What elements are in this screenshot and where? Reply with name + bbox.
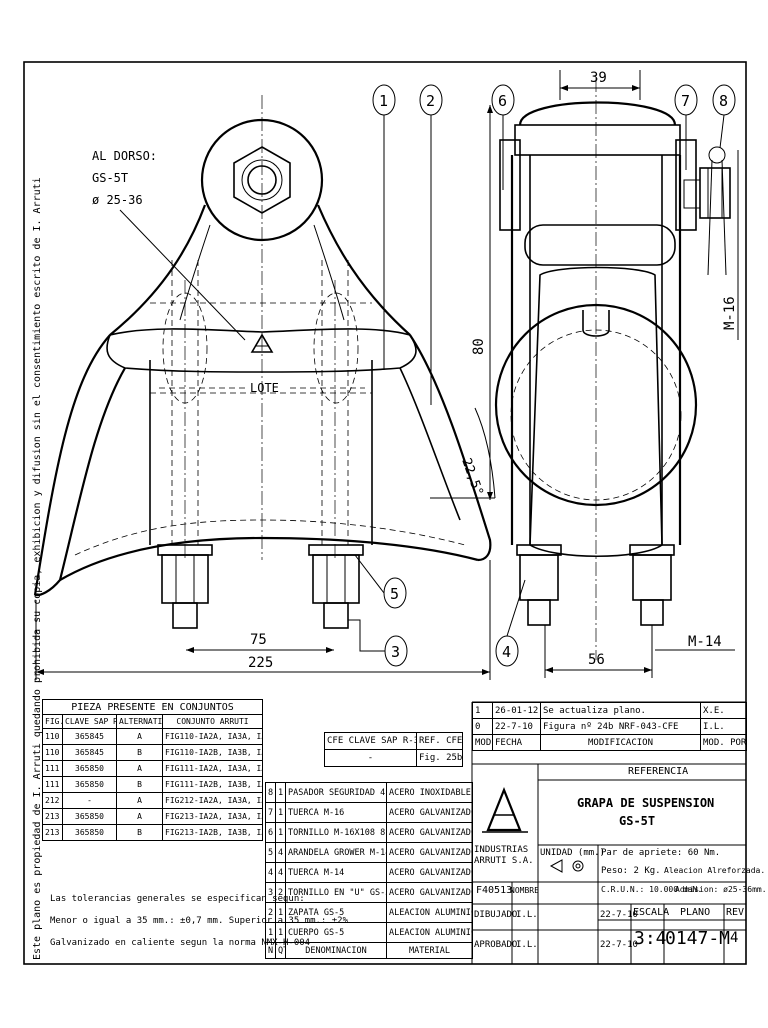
dim-m14: M-14 — [688, 634, 722, 650]
torque-label: Par de apriete: 60 Nm. — [601, 848, 721, 858]
svg-text:5: 5 — [390, 585, 399, 603]
date-2: 22-7-10 — [600, 940, 638, 950]
drawing-subtitle: GS-5T — [619, 814, 656, 828]
scale-label: ESCALA — [633, 907, 670, 918]
approved-label: APROBADO — [474, 940, 518, 950]
date-1: 22-7-10 — [600, 910, 638, 920]
galvanized-note: Galvanizado en caliente segun la norma N… — [50, 938, 311, 948]
drawn-label: DIBUJADO — [474, 910, 518, 920]
rev-label: REV — [726, 907, 745, 918]
cotter-pin — [708, 146, 726, 164]
dim-56: 56 — [588, 652, 605, 668]
company-name-1: INDUSTRIAS — [474, 845, 529, 855]
lote-label: LOTE — [250, 381, 279, 395]
dim-angle: 22,5° — [458, 456, 485, 498]
dim-225: 225 — [248, 655, 273, 671]
logo-mark — [250, 333, 274, 353]
crun-label: C.R.U.N.: 10.000 daN. — [601, 885, 703, 894]
sheet-border — [23, 61, 747, 965]
note-line-2: GS-5T — [92, 171, 128, 185]
plan-label: PLANO — [680, 907, 711, 918]
alloy-label: Aleacion Alreforzada. — [664, 866, 766, 875]
drawn-by: I.L. — [516, 910, 538, 920]
side-nut-left — [519, 554, 559, 601]
tolerance-note-1: Las tolerancias generales se especifican… — [50, 894, 305, 904]
side-nut-right — [632, 554, 672, 601]
scale-value: 3:4 — [634, 928, 667, 949]
nut-left — [161, 554, 209, 604]
svg-text:8: 8 — [719, 92, 728, 110]
svg-text:3: 3 — [391, 643, 400, 661]
svg-text:6: 6 — [498, 92, 507, 110]
dim-m16: M-16 — [722, 296, 738, 330]
nut-right — [312, 554, 360, 604]
drawing-title: GRAPA DE SUSPENSION — [577, 796, 715, 810]
eye-ring — [200, 118, 324, 242]
pieza-table-title: PIEZA PRESENTE EN CONJUNTOS — [42, 699, 263, 715]
front-view: LOTE AL DORSO: GS-5T ø 25-36 75 225 — [33, 95, 496, 680]
dim-80: 80 — [471, 338, 487, 355]
dim-75: 75 — [250, 632, 267, 648]
balloons: 1 2 6 7 8 5 3 4 — [348, 84, 736, 667]
m16-nut — [699, 167, 731, 219]
reference-label: REFERENCIA — [628, 766, 689, 777]
nombre-label: NOMBRE — [510, 886, 539, 895]
svg-text:2: 2 — [426, 92, 435, 110]
parts-header: NQTYDENOMINACIONMATERIAL — [265, 942, 473, 959]
bolt-shank — [524, 224, 676, 266]
ownership-note: Este plano es propiedad de I. Arruti que… — [32, 177, 43, 960]
svg-text:7: 7 — [681, 92, 690, 110]
side-view: 80 39 M-16 56 M-14 — [471, 70, 739, 678]
approved-by: I.L. — [516, 940, 538, 950]
dim-39: 39 — [590, 70, 607, 86]
drawing-code: F40513 — [476, 885, 513, 896]
note-line-1: AL DORSO: — [92, 149, 157, 163]
svg-text:1: 1 — [379, 92, 388, 110]
company-name-2: ARRUTI S.A. — [474, 856, 534, 866]
weight-label: Peso: 2 Kg. — [601, 866, 661, 876]
rev-value: 4 — [730, 930, 739, 946]
note-line-3: ø 25-36 — [92, 193, 143, 207]
hex-nut-head — [233, 146, 291, 214]
tolerance-note-2: Menor o igual a 35 mm.: ±0,7 mm. Superio… — [50, 916, 349, 926]
plan-number: 0147-M — [665, 928, 731, 949]
admision-label: Admision: ø25-36mm. — [675, 885, 767, 894]
body-round — [494, 303, 698, 507]
svg-text:4: 4 — [502, 643, 511, 661]
pieza-table: PIEZA PRESENTE EN CONJUNTOS FIG.CLAVE SA… — [42, 699, 263, 841]
unit-label: UNIDAD (mm.) — [540, 848, 606, 858]
